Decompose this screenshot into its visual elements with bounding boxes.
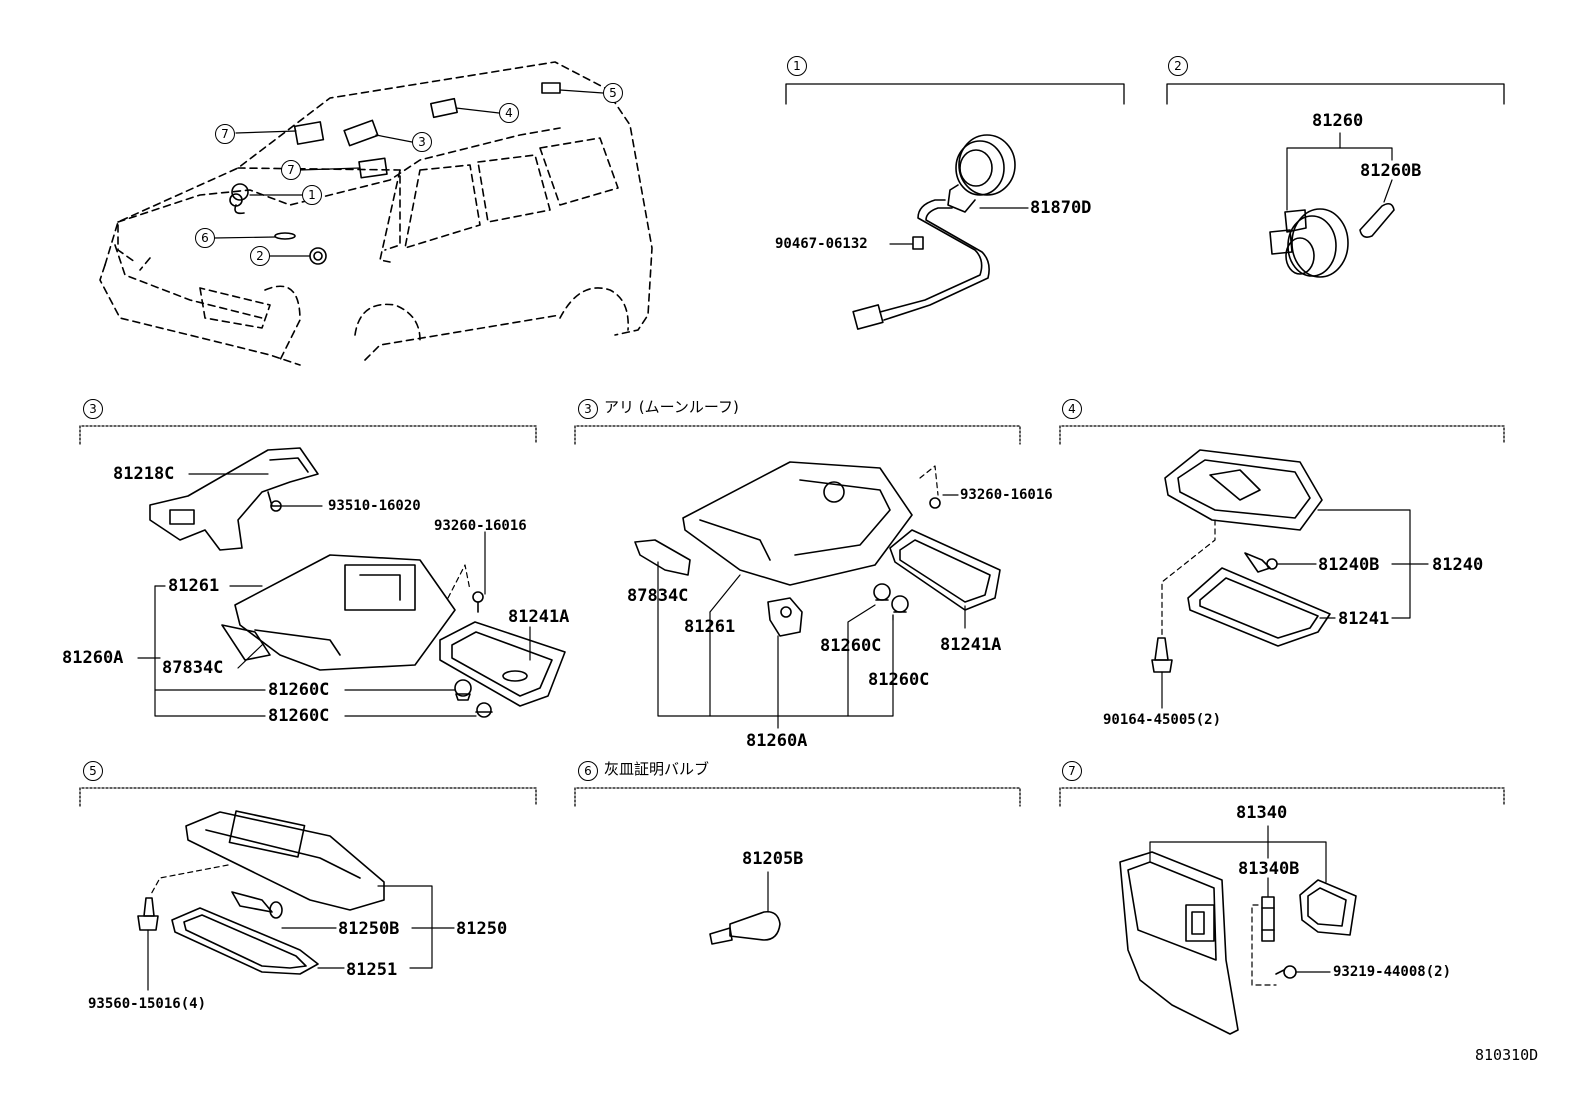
bulbs-left xyxy=(454,591,493,718)
leaders-s2 xyxy=(1286,132,1393,211)
part-81251 xyxy=(171,907,319,975)
label-81218C: 81218C xyxy=(113,464,175,484)
vehicle-parts xyxy=(229,82,561,265)
section-brackets xyxy=(79,83,1505,807)
label-81260: 81260 xyxy=(1312,111,1364,131)
label-81241: 81241 xyxy=(1338,609,1390,629)
callout-3: 3 xyxy=(412,132,432,152)
leaders-s7 xyxy=(1149,825,1331,986)
part-81205B-bulb xyxy=(709,910,781,945)
section-6-caption: 灰皿証明バルブ xyxy=(604,760,710,778)
label-93219-44008: 93219-44008(2) xyxy=(1333,964,1452,980)
part-socket-moonroof xyxy=(767,597,803,637)
label-87834C-moonroof: 87834C xyxy=(627,586,689,606)
label-90164-45005: 90164-45005(2) xyxy=(1103,712,1222,728)
label-81240: 81240 xyxy=(1432,555,1484,575)
label-81250: 81250 xyxy=(456,919,508,939)
label-81261-left: 81261 xyxy=(168,576,220,596)
label-81260C-left-1: 81260C xyxy=(268,680,330,700)
label-81205B: 81205B xyxy=(742,849,804,869)
section-1-number: 1 xyxy=(787,56,807,76)
callout-5: 5 xyxy=(603,83,623,103)
section-3b-number: 3 xyxy=(578,399,598,419)
part-81250 xyxy=(185,810,385,919)
callout-6: 6 xyxy=(195,228,215,248)
part-81870D xyxy=(852,134,1016,330)
screw-90164 xyxy=(1151,637,1173,673)
label-81260A-left: 81260A xyxy=(62,648,124,668)
vehicle-outline xyxy=(99,61,653,366)
section-7-number: 7 xyxy=(1062,761,1082,781)
part-81240 xyxy=(1164,449,1323,573)
label-81250B: 81250B xyxy=(338,919,400,939)
label-81261-moonroof: 81261 xyxy=(684,617,736,637)
label-81870D: 81870D xyxy=(1030,198,1092,218)
section-4-number: 4 xyxy=(1062,399,1082,419)
label-81260C-left-2: 81260C xyxy=(268,706,330,726)
section-5-number: 5 xyxy=(83,761,103,781)
part-81261-moonroof xyxy=(682,461,913,586)
callout-1: 1 xyxy=(302,185,322,205)
label-81240B: 81240B xyxy=(1318,555,1380,575)
label-90467-06132: 90467-06132 xyxy=(775,236,868,252)
part-81340 xyxy=(1119,851,1239,1035)
label-81241A-left: 81241A xyxy=(508,607,570,627)
diagram-code: 810310D xyxy=(1475,1046,1539,1064)
leaders-s3-moonroof xyxy=(657,465,966,729)
label-81340B: 81340B xyxy=(1238,859,1300,879)
label-81260C-moonroof-1: 81260C xyxy=(820,636,882,656)
label-81340: 81340 xyxy=(1236,803,1288,823)
part-81260-socket xyxy=(1269,202,1395,278)
vehicle-leader-lines xyxy=(213,89,604,257)
bulbs-moonroof xyxy=(873,497,941,613)
label-81260B: 81260B xyxy=(1360,161,1422,181)
leaders-s4 xyxy=(1161,509,1429,709)
part-81241A-moonroof xyxy=(889,529,1001,611)
callout-7-lower: 7 xyxy=(281,160,301,180)
part-81218C xyxy=(149,447,319,551)
callout-4: 4 xyxy=(499,103,519,123)
callout-2: 2 xyxy=(250,246,270,266)
label-87834C-left: 87834C xyxy=(162,658,224,678)
section-2-number: 2 xyxy=(1168,56,1188,76)
label-81260C-moonroof-2: 81260C xyxy=(868,670,930,690)
label-81260A-moonroof: 81260A xyxy=(746,731,808,751)
part-81241A-left xyxy=(439,621,566,707)
screw-93560 xyxy=(137,897,159,931)
section-3b-caption: アリ (ムーンルーフ) xyxy=(604,398,739,416)
screw-93219 xyxy=(1275,965,1297,979)
part-81261-left xyxy=(221,554,456,671)
callout-7-top: 7 xyxy=(215,124,235,144)
part-87834C-moonroof xyxy=(634,539,691,576)
leaders-s3-left xyxy=(137,473,531,717)
part-fuse-bulb xyxy=(1261,896,1275,942)
section-3-number: 3 xyxy=(83,399,103,419)
label-81251: 81251 xyxy=(346,960,398,980)
label-93260-16016-left: 93260-16016 xyxy=(434,518,527,534)
label-93260-16016-moonroof: 93260-16016 xyxy=(960,487,1053,503)
part-81340B-lens xyxy=(1299,879,1357,936)
part-81241 xyxy=(1187,567,1331,647)
label-81241A-moonroof: 81241A xyxy=(940,635,1002,655)
leaders-s5 xyxy=(147,864,455,991)
label-93510-16020: 93510-16020 xyxy=(328,498,421,514)
leaders-s1 xyxy=(889,207,1029,245)
section-6-number: 6 xyxy=(578,761,598,781)
label-93560-15016: 93560-15016(4) xyxy=(88,996,207,1012)
